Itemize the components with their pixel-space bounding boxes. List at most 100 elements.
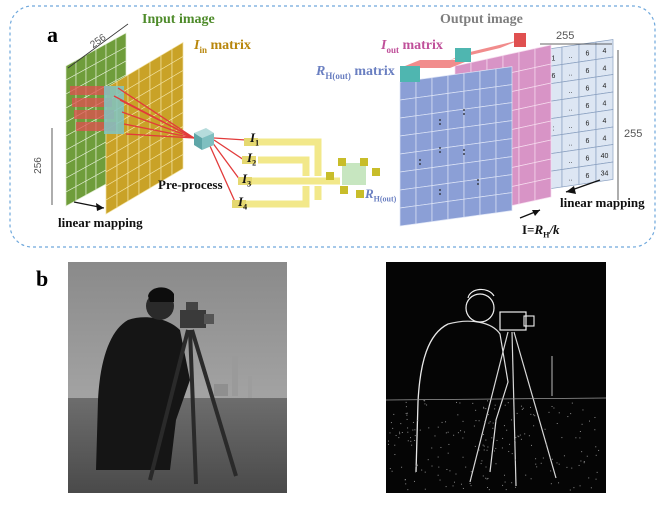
edge-speckle <box>563 455 565 457</box>
channel-ray <box>211 141 241 181</box>
i-in-matrix-grid <box>105 41 184 215</box>
edge-speckle <box>521 408 523 410</box>
blue-cell <box>399 151 417 173</box>
output-cell-value: 4 <box>603 118 607 125</box>
edge-speckle <box>447 452 449 454</box>
r-h-out-module <box>326 158 380 198</box>
edge-speckle <box>590 487 592 489</box>
edge-speckle <box>453 481 455 483</box>
edge-speckle <box>579 485 581 487</box>
edge-speckle <box>463 431 465 433</box>
edge-speckle <box>556 422 558 424</box>
ray-line <box>117 87 195 139</box>
edge-speckle <box>595 454 597 456</box>
edge-speckle <box>488 489 490 491</box>
pipe-tab-1 <box>244 138 258 146</box>
edge-speckle <box>389 432 391 434</box>
edge-speckle <box>482 444 484 446</box>
output-top-blocks <box>400 33 526 82</box>
blue-cell <box>479 176 497 198</box>
edge-speckle <box>548 411 550 413</box>
edge-speckle <box>415 471 417 473</box>
output-cell-value: 6 <box>586 85 590 92</box>
channel-label-1: I1 <box>250 130 259 148</box>
edge-speckle <box>424 488 426 490</box>
i-out-matrix-label: Iout matrix <box>381 38 443 55</box>
matrix-dot <box>419 159 421 161</box>
edge-speckle <box>486 449 488 451</box>
edge-speckle <box>520 438 522 440</box>
blue-cell <box>463 196 481 218</box>
edge-speckle <box>416 463 418 465</box>
edge-speckle <box>494 408 496 410</box>
dim-256-side-label: 256 <box>32 157 44 174</box>
matrix-dot <box>419 163 421 165</box>
edge-speckle <box>404 479 406 481</box>
edge-speckle <box>405 401 407 403</box>
blue-cell <box>415 131 433 153</box>
output-cell-value: 6 <box>586 68 590 75</box>
blue-cell <box>399 97 417 119</box>
blue-cell <box>447 72 465 94</box>
output-cell-value: 4 <box>603 100 607 107</box>
blue-cell <box>463 70 481 92</box>
edge-speckle <box>391 470 393 472</box>
edge-speckle <box>416 465 418 467</box>
edge-speckle <box>573 487 575 489</box>
edge-speckle <box>522 407 524 409</box>
edge-speckle <box>445 486 447 488</box>
pipe-tab-2 <box>242 156 256 164</box>
output-cell-value: 6 <box>586 138 590 145</box>
edge-speckle <box>470 471 472 473</box>
formula-r: R <box>534 222 544 237</box>
edge-speckle <box>417 420 419 422</box>
blue-cell <box>415 185 433 207</box>
edge-speckle <box>518 436 520 438</box>
edge-speckle <box>428 427 430 429</box>
edge-speckle <box>575 437 577 439</box>
edge-speckle <box>413 480 415 482</box>
r-h-out-sub: H(out) <box>373 194 397 204</box>
edge-speckle <box>530 444 532 446</box>
ray-line <box>121 111 195 139</box>
i-in-sub: in <box>199 44 207 55</box>
pink-cell <box>534 63 552 87</box>
pink-cell <box>518 67 536 91</box>
r-h-out-base: R <box>365 186 374 201</box>
blue-cell <box>415 149 433 171</box>
edge-speckle <box>546 444 548 446</box>
blue-cell <box>495 174 513 196</box>
edge-speckle <box>447 431 449 433</box>
edge-speckle <box>514 442 516 444</box>
edge-speckle <box>550 483 552 485</box>
edge-speckle <box>388 440 390 442</box>
edge-speckle <box>509 443 511 445</box>
edge-speckle <box>586 455 588 457</box>
blue-cell <box>479 122 497 144</box>
blue-cell <box>495 66 513 88</box>
edge-speckle <box>424 403 426 405</box>
edge-speckle <box>445 421 447 423</box>
pink-cell <box>518 143 536 167</box>
edge-speckle <box>530 413 532 415</box>
edge-speckle <box>475 409 477 411</box>
edge-speckle <box>470 485 472 487</box>
edge-speckle <box>507 402 509 404</box>
edge-speckle <box>460 483 462 485</box>
output-cell-value: 4 <box>603 48 607 55</box>
channel-4-sub: 4 <box>243 202 248 212</box>
matrix-dot <box>439 123 441 125</box>
blue-cell <box>431 128 449 151</box>
edge-speckle <box>496 439 498 441</box>
blue-cell <box>463 88 481 110</box>
edge-speckle <box>551 458 553 460</box>
edge-speckle <box>395 435 397 437</box>
edge-speckle <box>462 487 464 489</box>
i-out-base: I <box>381 38 387 53</box>
edge-speckle <box>453 434 455 436</box>
matrix-dot <box>439 119 441 121</box>
edge-speckle <box>598 449 600 451</box>
edge-speckle <box>504 404 506 406</box>
preprocess-label: Pre-process <box>158 177 223 192</box>
edge-speckle <box>502 437 504 439</box>
